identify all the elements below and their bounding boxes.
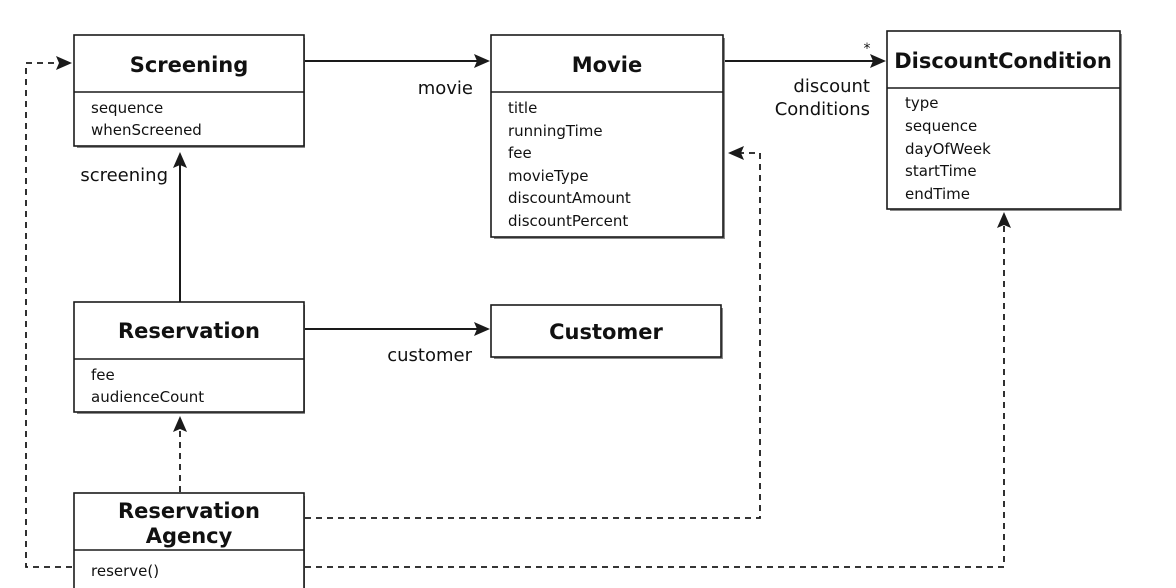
class-name: Reservation [118, 499, 260, 523]
class-name: Movie [572, 53, 642, 77]
edge-screening-movie [305, 54, 490, 68]
attribute: type [905, 94, 939, 112]
arrowhead-icon [870, 54, 886, 68]
attribute: discountPercent [508, 212, 628, 230]
association-label-screening: screening [80, 165, 168, 186]
class-customer[interactable]: Customer [490, 304, 723, 359]
arrowhead-icon [173, 152, 187, 168]
class-movie[interactable]: Movie title runningTime fee movieType di… [490, 34, 725, 239]
attribute: discountAmount [508, 189, 631, 207]
class-name: Reservation [118, 319, 260, 343]
dependency-agency-discountcondition [305, 212, 1011, 568]
attribute: sequence [905, 117, 977, 135]
class-name: Customer [549, 320, 663, 344]
edge-reservation-customer [305, 322, 490, 336]
attribute: fee [508, 144, 532, 162]
dependency-agency-movie [305, 146, 761, 519]
association-label-conditions: Conditions [775, 99, 870, 120]
arrowhead-icon [474, 322, 490, 336]
arrowhead-icon [474, 54, 490, 68]
class-discountcondition[interactable]: DiscountCondition type sequence dayOfWee… [886, 30, 1122, 211]
class-reservationagency[interactable]: Reservation Agency reserve() [73, 492, 305, 588]
arrowhead-icon [997, 212, 1011, 228]
dependency-agency-reservation [173, 416, 187, 492]
class-screening[interactable]: Screening sequence whenScreened [73, 34, 305, 148]
operation: reserve() [91, 562, 159, 580]
class-name: Screening [130, 53, 249, 77]
attribute: endTime [905, 185, 970, 203]
attribute: title [508, 99, 537, 117]
attribute: audienceCount [91, 388, 204, 406]
attribute: startTime [905, 162, 977, 180]
attribute: fee [91, 366, 115, 384]
multiplicity-label: * [864, 41, 871, 57]
attribute: movieType [508, 167, 589, 185]
arrowhead-icon [173, 416, 187, 432]
edge-movie-discountcondition [724, 54, 886, 68]
association-label-movie: movie [418, 78, 473, 99]
attribute: runningTime [508, 122, 603, 140]
attribute: sequence [91, 99, 163, 117]
association-label-customer: customer [387, 345, 472, 366]
dependency-agency-screening [25, 56, 72, 568]
arrowhead-icon [728, 146, 744, 160]
arrowhead-icon [56, 56, 72, 70]
class-name: DiscountCondition [894, 49, 1112, 73]
attribute: whenScreened [91, 121, 202, 139]
class-name: Agency [146, 524, 233, 548]
edge-reservation-screening [173, 152, 187, 302]
association-label-discount: discount [793, 76, 870, 97]
class-reservation[interactable]: Reservation fee audienceCount [73, 301, 305, 414]
attribute: dayOfWeek [905, 140, 991, 158]
